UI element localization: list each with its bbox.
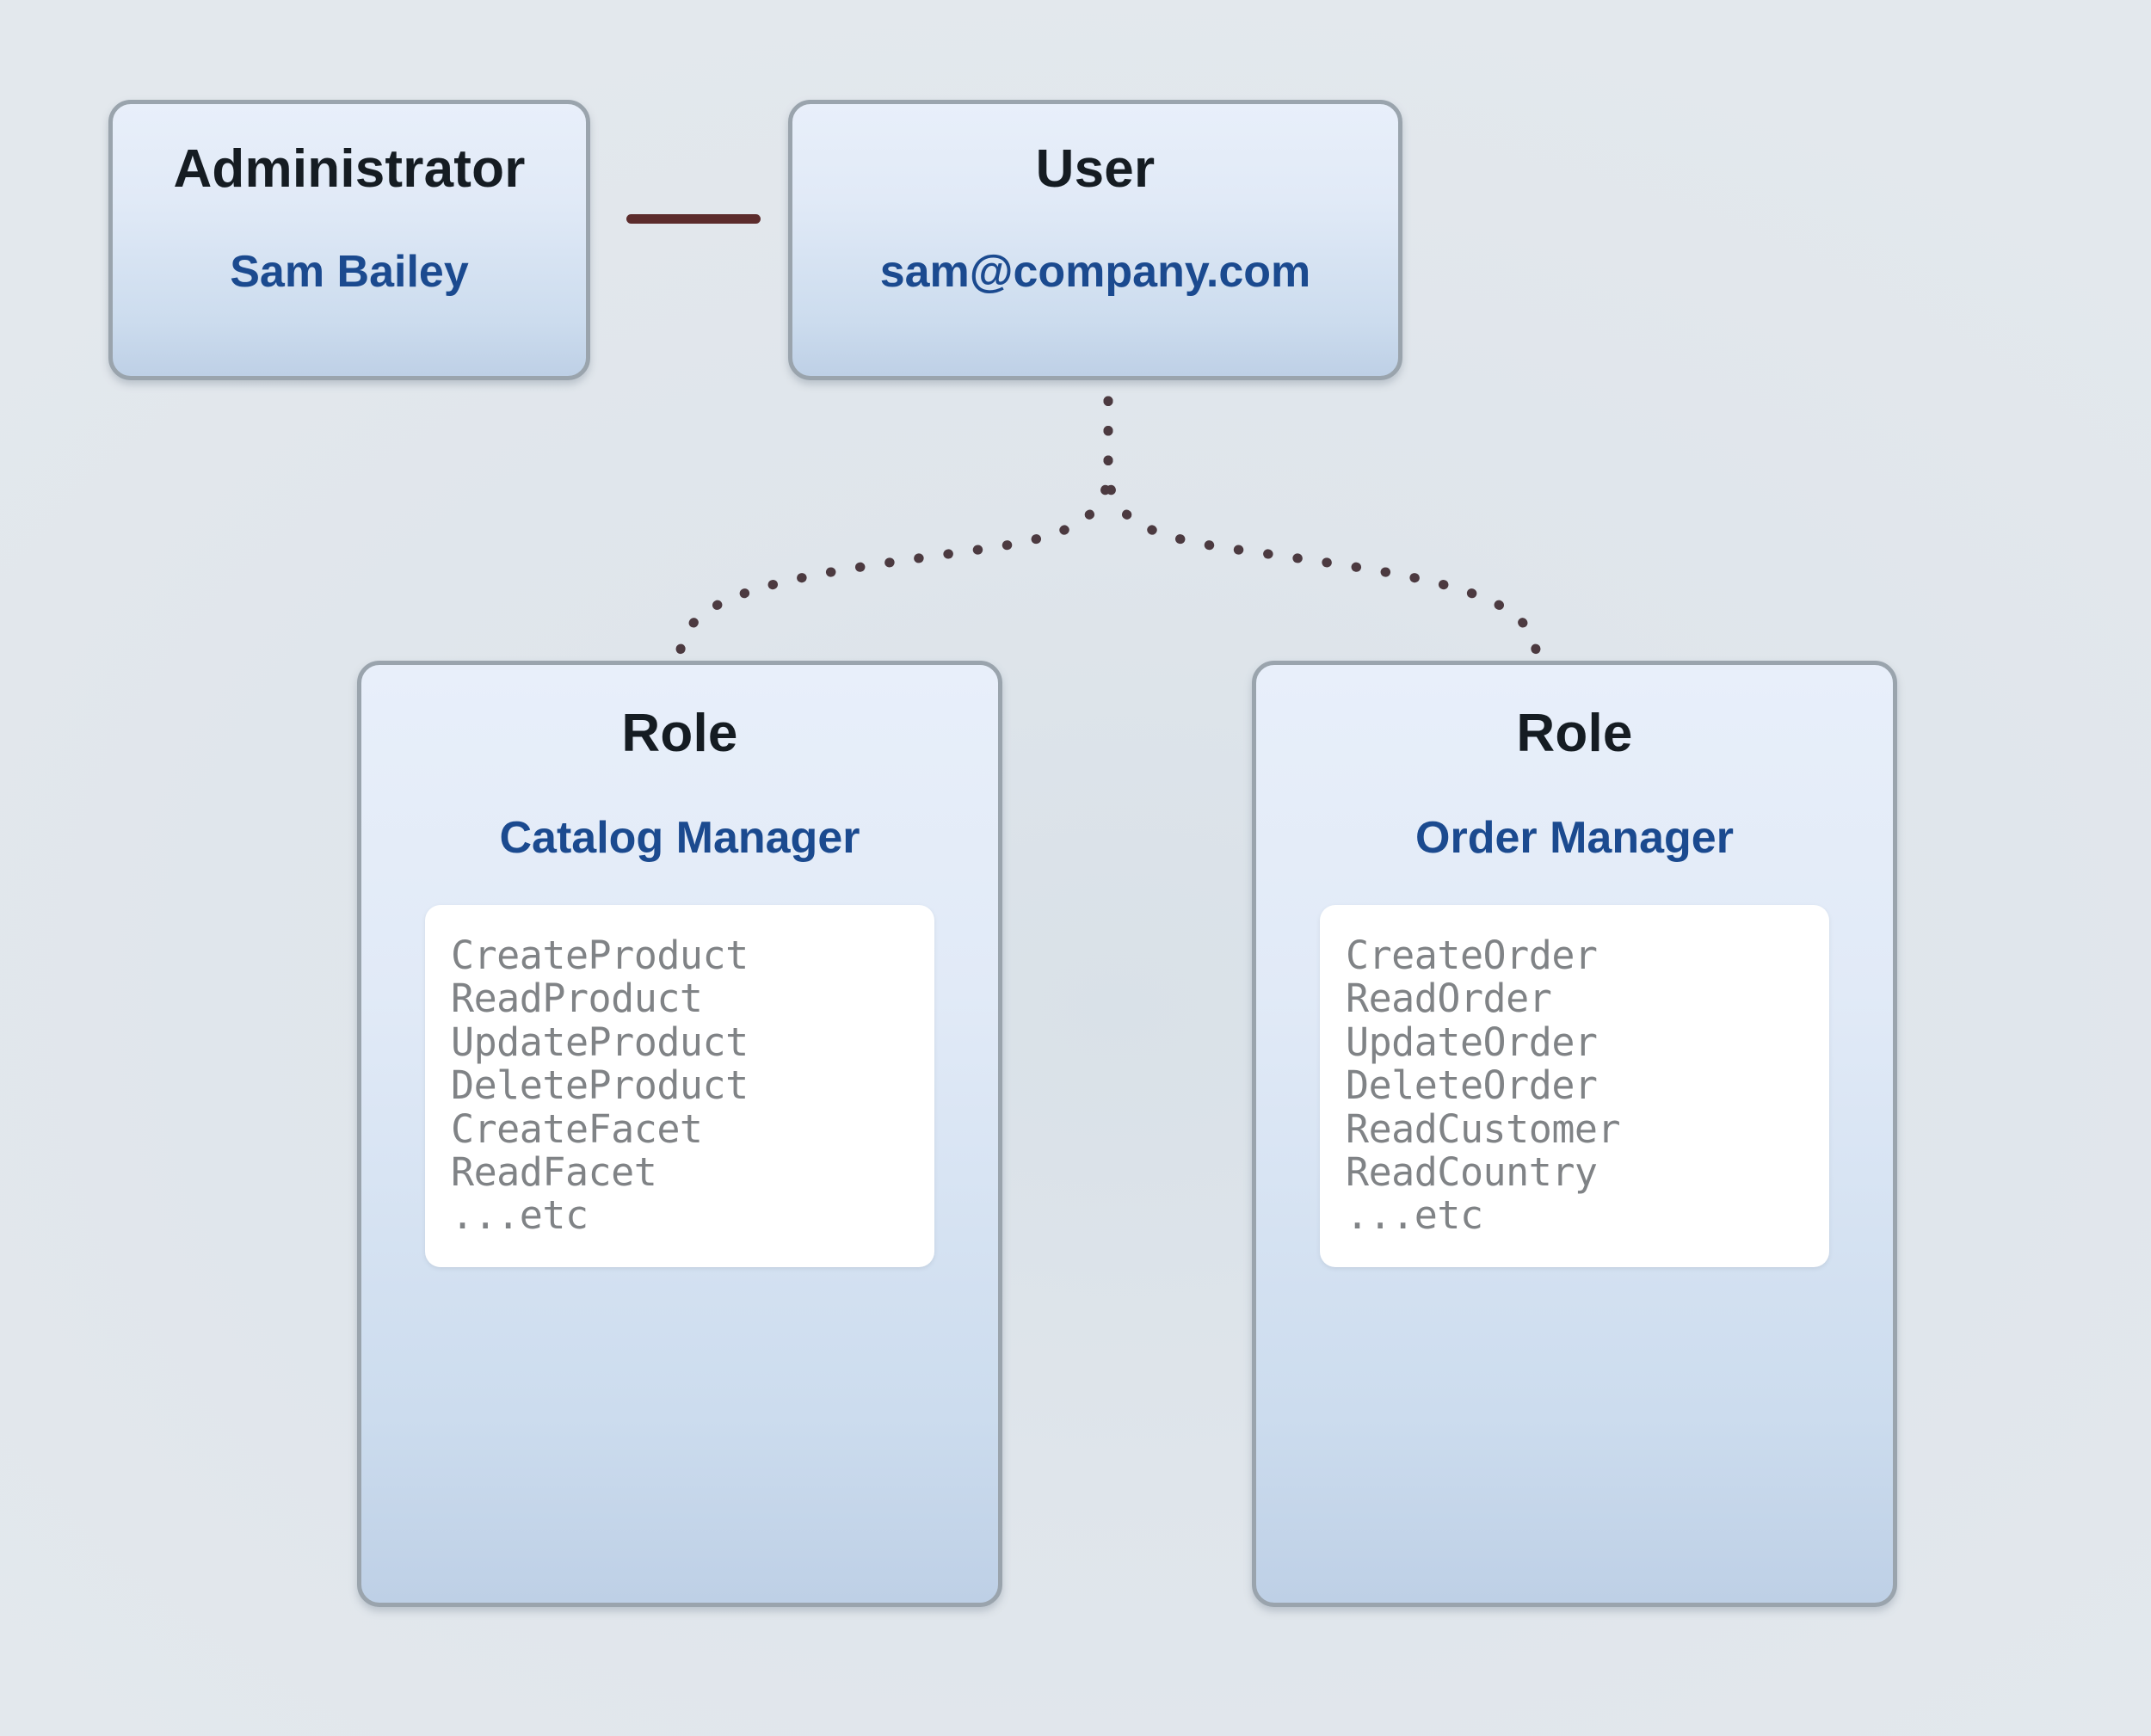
administrator-node-subtitle: Sam Bailey bbox=[230, 247, 469, 297]
role-node-order-manager[interactable]: Role Order Manager CreateOrder ReadOrder… bbox=[1252, 661, 1897, 1607]
permission-item: ReadCustomer bbox=[1346, 1105, 1621, 1152]
permission-item: UpdateOrder bbox=[1346, 1019, 1598, 1065]
permission-item: ReadOrder bbox=[1346, 976, 1552, 1022]
connector-user-catalog-manager bbox=[675, 396, 1113, 666]
permission-card-order-manager: CreateOrder ReadOrder UpdateOrder Delete… bbox=[1320, 905, 1829, 1267]
administrator-node-title: Administrator bbox=[173, 139, 526, 199]
role-node-catalog-manager-subtitle: Catalog Manager bbox=[499, 813, 860, 863]
role-node-order-manager-subtitle: Order Manager bbox=[1415, 813, 1734, 863]
permission-item: ReadCountry bbox=[1346, 1148, 1598, 1195]
connector-administrator-user bbox=[626, 214, 761, 224]
role-node-catalog-manager-title: Role bbox=[621, 704, 738, 763]
role-node-catalog-manager[interactable]: Role Catalog Manager CreateProduct ReadP… bbox=[357, 661, 1002, 1607]
permission-item: CreateFacet bbox=[451, 1105, 703, 1152]
permission-item: DeleteProduct bbox=[451, 1062, 749, 1109]
permission-item: ReadProduct bbox=[451, 976, 703, 1022]
user-node-title: User bbox=[1035, 139, 1156, 199]
permission-card-catalog-manager: CreateProduct ReadProduct UpdateProduct … bbox=[425, 905, 934, 1267]
permission-item: CreateOrder bbox=[1346, 933, 1598, 978]
administrator-node[interactable]: Administrator Sam Bailey bbox=[108, 100, 590, 380]
connector-user-order-manager bbox=[1103, 396, 1542, 666]
permission-item: UpdateProduct bbox=[451, 1019, 749, 1065]
user-node[interactable]: User sam@company.com bbox=[788, 100, 1402, 380]
user-node-subtitle: sam@company.com bbox=[879, 247, 1311, 297]
permission-item: DeleteOrder bbox=[1346, 1062, 1598, 1109]
permission-item: ...etc bbox=[451, 1192, 589, 1239]
permission-item: CreateProduct bbox=[451, 933, 749, 978]
permission-item: ReadFacet bbox=[451, 1148, 657, 1195]
permission-item: ...etc bbox=[1346, 1192, 1483, 1239]
role-node-order-manager-title: Role bbox=[1516, 704, 1633, 763]
